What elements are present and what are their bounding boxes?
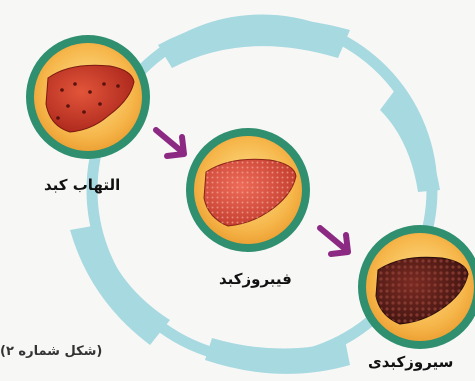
stage-label-hepatitis: التهاب کبد <box>44 176 120 194</box>
arrow-icon <box>320 228 348 254</box>
stage-fibrosis <box>186 128 310 252</box>
stage-label-fibrosis: فیبروزکبد <box>219 270 292 288</box>
arrow-icon <box>156 130 184 156</box>
stage-label-cirrhosis: سیروزکبدی <box>368 353 453 371</box>
stage-hepatitis <box>26 35 150 159</box>
figure-caption: (شکل شماره ۲) <box>0 344 102 359</box>
stage-cirrhosis <box>358 225 475 349</box>
